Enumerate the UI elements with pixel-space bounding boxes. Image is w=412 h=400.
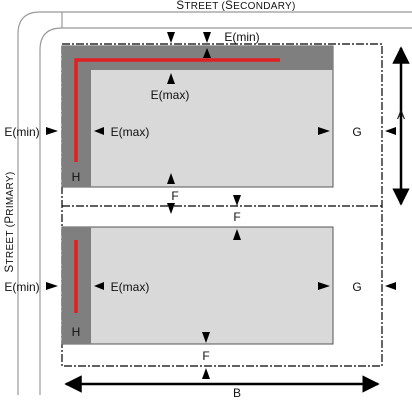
upper-frontage-line xyxy=(74,58,280,162)
mid-f2-label: F xyxy=(233,210,240,224)
dimension-a-label: A xyxy=(397,108,405,122)
top-emin-label: E(min) xyxy=(224,30,259,44)
street-curbs xyxy=(17,11,412,395)
arrow-upper-emin-right xyxy=(46,127,58,135)
arrow-lower-g-left xyxy=(385,282,396,290)
arrow-bottom-f-down xyxy=(202,332,210,343)
arrow-top-right-down xyxy=(203,32,211,43)
arrow-top-left-down xyxy=(167,32,175,43)
arrow-upper-g-left xyxy=(385,127,396,135)
dimension-b-label: B xyxy=(233,386,241,400)
lower-g-label: G xyxy=(352,280,361,294)
mid-f-label: F xyxy=(171,189,178,203)
street-secondary-label: STREET (SECONDARY) xyxy=(176,0,295,12)
arrow-upper-emax-left xyxy=(94,127,104,135)
upper-lot: H xyxy=(61,45,334,188)
lower-build-zone xyxy=(61,226,334,345)
upper-h-label: H xyxy=(72,170,81,184)
arrow-lower-emin-right xyxy=(46,282,58,290)
lower-h-label: H xyxy=(72,325,81,339)
bottom-f-label: F xyxy=(202,349,209,363)
upper-emax-label: E(max) xyxy=(151,88,190,102)
arrow-upper-emax-up xyxy=(167,73,175,84)
arrow-upper-g-right xyxy=(318,127,330,135)
upper-left-emax-label: E(max) xyxy=(111,125,150,139)
arrow-lower-emax-left xyxy=(94,282,104,290)
arrow-bottom-f-up xyxy=(202,368,210,379)
upper-setback-top xyxy=(62,46,333,70)
upper-g-label: G xyxy=(352,125,361,139)
arrow-mid-f2-up xyxy=(233,229,241,240)
lower-left-emin-label: E(min) xyxy=(4,280,39,294)
lower-left-emax-label: E(max) xyxy=(111,280,150,294)
arrow-mid-f2-down xyxy=(233,195,241,206)
arrow-mid-f-down xyxy=(167,203,175,214)
lower-lot: H xyxy=(61,226,334,345)
arrow-mid-f-up xyxy=(167,173,175,184)
arrow-top-right-up xyxy=(203,48,211,58)
upper-left-emin-label: E(min) xyxy=(4,125,39,139)
street-primary-label: STREET (PRIMARY) xyxy=(4,172,16,273)
lot-lines xyxy=(61,43,383,367)
arrow-lower-g-right xyxy=(318,282,330,290)
